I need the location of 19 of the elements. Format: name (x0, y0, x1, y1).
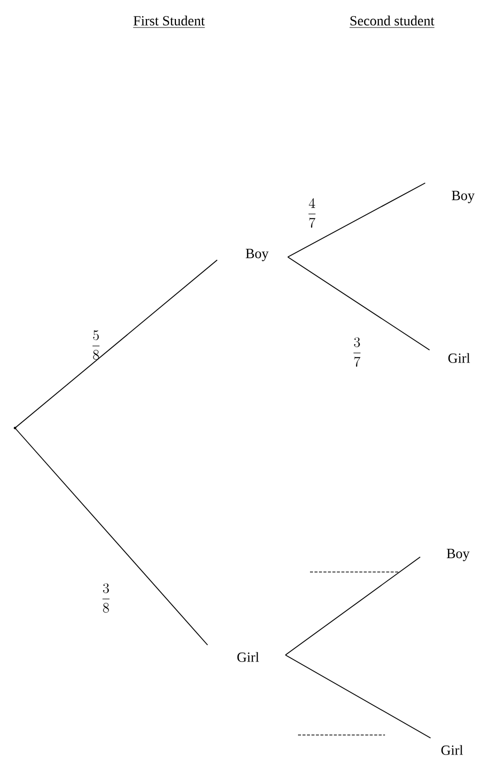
branch-point (14, 426, 16, 430)
branch-line (14, 260, 218, 428)
branch-line (284, 556, 421, 656)
outcome-label: Girl (237, 652, 259, 662)
probability-fraction: $\frac{4}{7}$ (308, 198, 316, 228)
branch-line (287, 182, 426, 258)
outcome-label: Boy (452, 190, 475, 204)
probability-fraction: $\frac{5}{8}$ (92, 330, 100, 360)
branch-line (14, 428, 208, 646)
branch-line (287, 256, 430, 350)
probability-fraction: $\frac{3}{8}$ (102, 583, 110, 613)
column-heading: First Student (132, 16, 206, 28)
column-heading: Second student (349, 16, 435, 28)
outcome-label: Girl (441, 745, 463, 755)
branch-line (284, 654, 432, 738)
outcome-label: Boy (446, 548, 470, 562)
outcome-label: Girl (448, 353, 470, 363)
probability-fraction: $\frac{3}{7}$ (353, 337, 360, 367)
outcome-label: Boy (246, 248, 269, 262)
